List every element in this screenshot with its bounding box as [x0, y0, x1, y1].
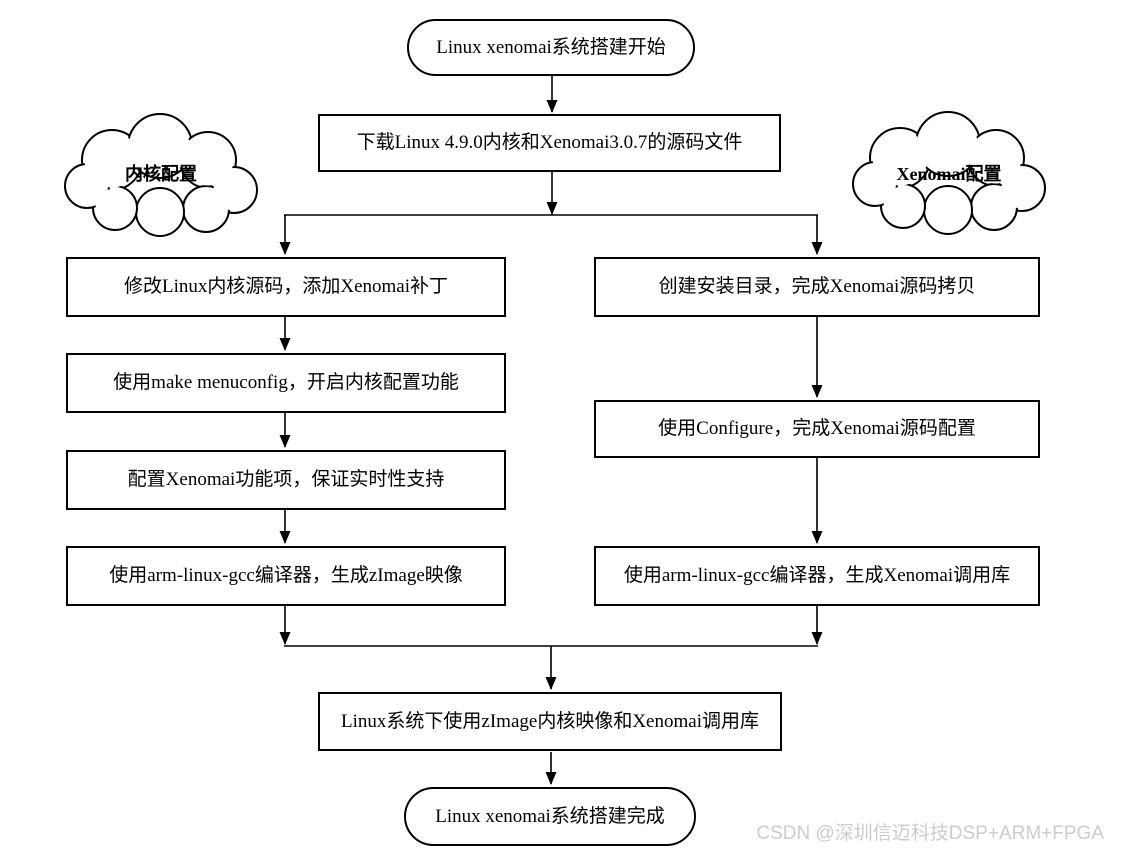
final-step-node: Linux系统下使用zImage内核映像和Xenomai调用库	[318, 692, 782, 751]
csdn-watermark: CSDN @深圳信迈科技DSP+ARM+FPGA	[756, 823, 1104, 844]
kernel-config-cloud-label: 内核配置	[125, 164, 197, 184]
kernel-step-1-node: 修改Linux内核源码，添加Xenomai补丁	[66, 257, 506, 317]
kernel-step-3-node: 配置Xenomai功能项，保证实时性支持	[66, 450, 506, 510]
xenomai-config-cloud-shape	[852, 111, 1046, 235]
start-node: Linux xenomai系统搭建开始	[407, 19, 695, 76]
kernel-step-2-node: 使用make menuconfig，开启内核配置功能	[66, 353, 506, 413]
end-node: Linux xenomai系统搭建完成	[404, 787, 696, 846]
xenomai-step-3-node: 使用arm-linux-gcc编译器，生成Xenomai调用库	[594, 546, 1040, 606]
download-step-node: 下载Linux 4.9.0内核和Xenomai3.0.7的源码文件	[318, 114, 781, 172]
xenomai-config-cloud-label: Xenomai配置	[896, 164, 1002, 184]
xenomai-step-1-node: 创建安装目录，完成Xenomai源码拷贝	[594, 257, 1040, 317]
kernel-config-cloud-shape	[64, 113, 258, 237]
xenomai-step-2-node: 使用Configure，完成Xenomai源码配置	[594, 400, 1040, 458]
kernel-step-4-node: 使用arm-linux-gcc编译器，生成zImage映像	[66, 546, 506, 606]
